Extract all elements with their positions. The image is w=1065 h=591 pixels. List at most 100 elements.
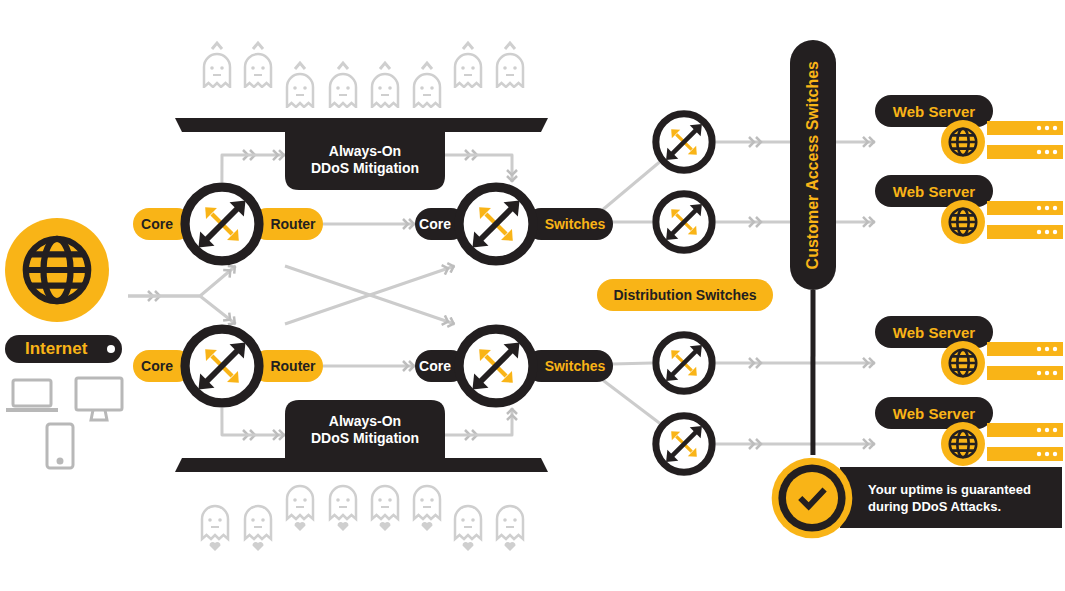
- ghost-icon: [330, 63, 356, 107]
- wire: [716, 443, 813, 446]
- band-text-box: Always-On DDoS Mitigation: [285, 130, 445, 190]
- tag-hole: [107, 345, 115, 353]
- server-globe-icon-shape: [941, 120, 985, 164]
- callout-text: Your uptime is guaranteed during DDoS At…: [868, 481, 1048, 515]
- distribution-label-text: Distribution Switches: [613, 287, 756, 303]
- connector-line: [128, 266, 236, 296]
- switch-pill: Switches: [525, 350, 613, 382]
- core-switch: CoreSwitches: [415, 182, 613, 266]
- web-server: Web Server: [875, 95, 1065, 165]
- router-label: Core: [141, 216, 173, 232]
- server-globe-icon: [941, 341, 985, 385]
- connector-line: [285, 266, 455, 324]
- server-globe-icon: [941, 120, 985, 164]
- server-globe-icon: [941, 200, 985, 244]
- connector-line: [445, 408, 512, 435]
- ghost-icon: [245, 43, 271, 87]
- web-server: Web Server: [875, 397, 1065, 467]
- monitor-screen: [76, 378, 122, 410]
- callout-text-box: Your uptime is guaranteed during DDoS At…: [868, 467, 1058, 528]
- connector-line: [222, 408, 285, 435]
- server-pill: Web Server: [875, 175, 993, 207]
- mitigation-band: Always-On DDoS Mitigation: [285, 130, 445, 190]
- switch-label: Switches: [545, 216, 606, 232]
- switch-icon: [656, 114, 712, 170]
- distribution-label: Distribution Switches: [597, 279, 773, 311]
- router-label: Core: [141, 358, 173, 374]
- ghost-icon: [202, 506, 228, 551]
- server-label: Web Server: [893, 103, 975, 120]
- switch-label: Switches: [545, 358, 606, 374]
- chevron-icon: [749, 358, 761, 368]
- core-router: Core Router: [133, 182, 323, 266]
- server-label: Web Server: [893, 324, 975, 341]
- router-label: Router: [270, 216, 315, 232]
- server-rack-icon-shape: [987, 201, 1063, 239]
- ghost-icon: [455, 43, 481, 87]
- internet-pill: Internet: [5, 335, 122, 363]
- connector-line: [445, 155, 512, 182]
- attack-ghosts-top: [204, 43, 523, 107]
- client-devices: [6, 378, 122, 468]
- server-rack-icon-shape: [987, 121, 1063, 159]
- ghost-icon: [497, 506, 523, 551]
- distribution-wires: [600, 142, 813, 444]
- switch-icon: [454, 324, 538, 408]
- chevron-icon: [749, 217, 761, 227]
- check-icon: [770, 456, 854, 540]
- router-icon: [180, 182, 264, 266]
- web-server: Web Server: [875, 316, 1065, 386]
- mitigation-band: Always-On DDoS Mitigation: [285, 400, 445, 460]
- switch-icon-shape: [459, 187, 533, 261]
- connector-line: [323, 365, 415, 368]
- server-rack-icon: [987, 199, 1063, 243]
- server-globe-icon-shape: [941, 422, 985, 466]
- server-pill: Web Server: [875, 95, 993, 127]
- band-bar: [175, 458, 548, 472]
- router-icon-shape: [185, 329, 259, 403]
- internet-label: Internet: [25, 339, 87, 359]
- globe-icon: [5, 218, 109, 322]
- band-bar: [175, 118, 548, 132]
- phone-body: [47, 424, 73, 468]
- ghost-icon: [455, 506, 481, 551]
- switch-pill: Switches: [525, 208, 613, 240]
- server-rack-icon: [987, 119, 1063, 163]
- flow-chevrons: [148, 137, 761, 449]
- band-label: Always-On DDoS Mitigation: [310, 143, 421, 177]
- laptop-base: [6, 408, 58, 412]
- switch-icon: [656, 194, 712, 250]
- server-label: Web Server: [893, 183, 975, 200]
- globe-icon-shape: [5, 218, 109, 322]
- chevron-icon: [749, 137, 761, 147]
- core-router: CoreRouter: [133, 324, 323, 408]
- connector-line: [128, 296, 236, 324]
- connector-line: [836, 220, 875, 223]
- band-label: Always-On DDoS Mitigation: [310, 413, 421, 447]
- server-rack-icon-shape: [987, 342, 1063, 380]
- access-switch-bar: Customer Access Switches: [790, 40, 836, 290]
- connector-line: [813, 290, 875, 444]
- ghost-icon: [245, 506, 271, 551]
- switch-label: Core: [419, 358, 451, 374]
- ghost-icon: [204, 43, 230, 87]
- label-pill: Distribution Switches: [597, 279, 773, 311]
- monitor-stand: [91, 410, 107, 420]
- core-switch: Core Switches: [415, 324, 613, 408]
- wire: [600, 160, 662, 212]
- server-rack-icon: [987, 340, 1063, 384]
- server-rack-icon-shape: [987, 423, 1063, 461]
- internet-node: Internet: [0, 215, 128, 365]
- ghost-icon: [372, 63, 398, 107]
- ghost-icon: [330, 486, 356, 531]
- connector-line: [810, 290, 815, 455]
- switch-icon: [656, 335, 712, 391]
- ghost-icon: [372, 486, 398, 531]
- connector-line: [813, 290, 875, 363]
- attack-ghosts-bottom: [202, 486, 523, 551]
- router-icon: [180, 324, 264, 408]
- wire: [600, 378, 662, 425]
- server-rack-icon: [987, 421, 1063, 465]
- router-icon-shape: [185, 187, 259, 261]
